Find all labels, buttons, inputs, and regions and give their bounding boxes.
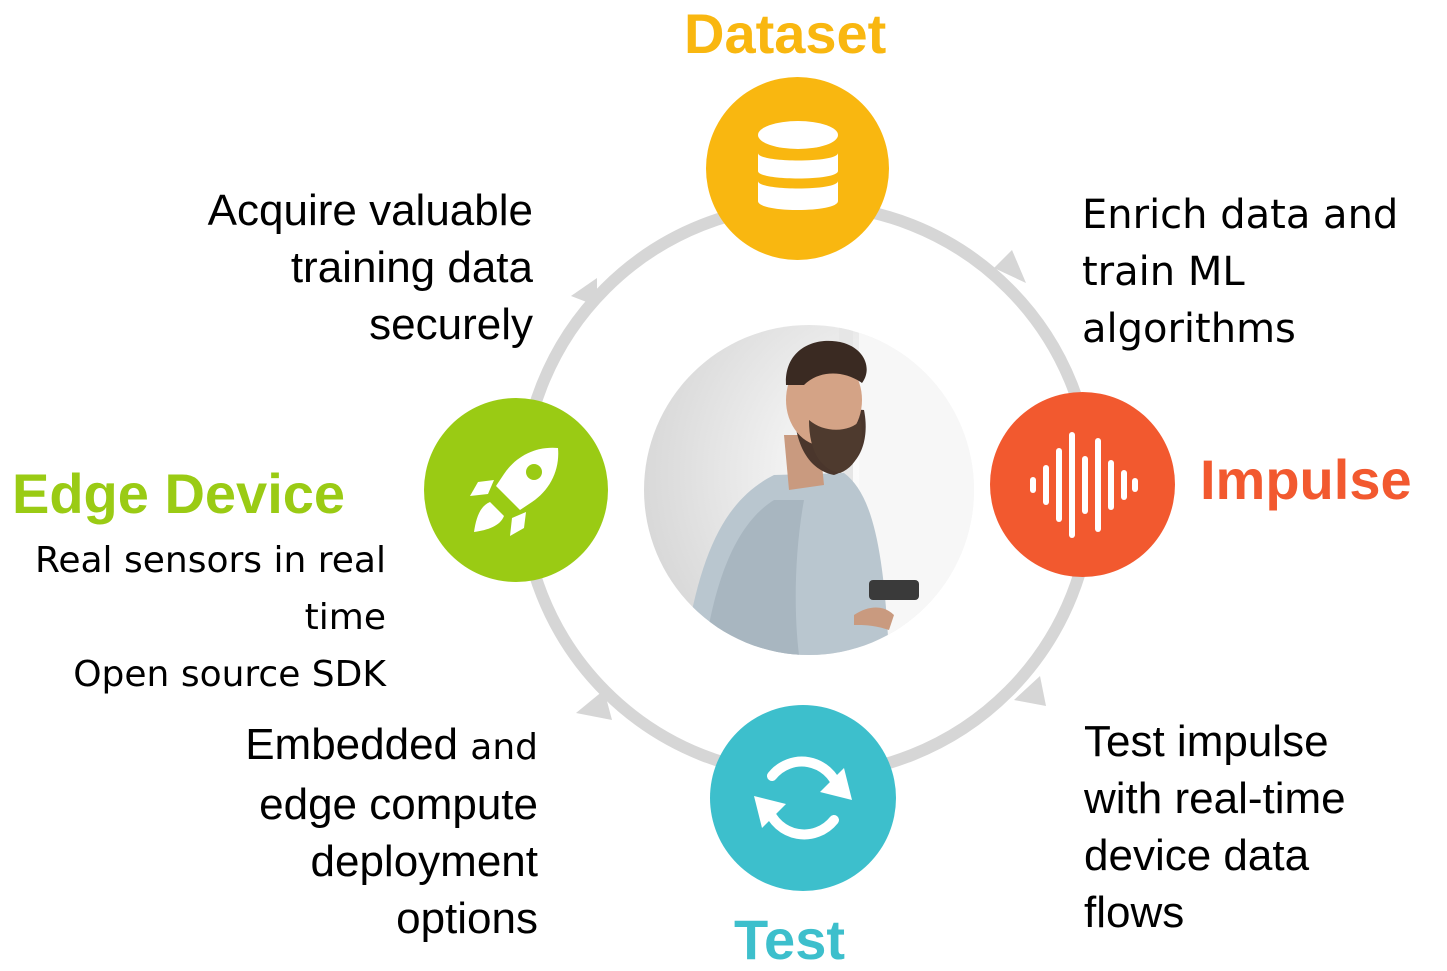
- waveform-icon: [1028, 430, 1138, 540]
- acquire-description: Acquire valuable training data securely: [150, 182, 533, 353]
- enrich-line-3: algorithms: [1082, 306, 1296, 352]
- enrich-line-2: train ML: [1082, 249, 1245, 295]
- embedded-line-2: edge compute: [259, 780, 538, 829]
- edge-line-1: Real sensors in real: [34, 540, 386, 581]
- edge-device-node: [424, 398, 608, 582]
- impulse-node: [990, 392, 1175, 577]
- test-title: Test: [734, 908, 845, 971]
- impulse-title: Impulse: [1200, 448, 1412, 511]
- acquire-line-3: securely: [369, 300, 533, 349]
- refresh-icon: [748, 748, 858, 848]
- enrich-description: Enrich data and train ML algorithms: [1082, 187, 1432, 358]
- test-description: Test impulse with real-time device data …: [1084, 713, 1424, 941]
- arrow-dataset-to-impulse: [994, 250, 1026, 283]
- arrow-test-to-edge: [576, 690, 612, 720]
- test-line-4: flows: [1084, 888, 1185, 937]
- embedded-line-4: options: [396, 894, 538, 943]
- dataset-node: [706, 77, 889, 260]
- embedded-description: Embedded and edge compute deployment opt…: [150, 716, 538, 947]
- arrow-edge-to-dataset: [571, 278, 597, 306]
- dataset-title: Dataset: [684, 2, 887, 65]
- embedded-word: Embedded: [245, 720, 459, 769]
- and-word: and: [470, 727, 538, 768]
- database-icon: [753, 119, 843, 219]
- acquire-line-1: Acquire valuable: [207, 186, 533, 235]
- embedded-line-3: deployment: [310, 837, 538, 886]
- arrow-impulse-to-test: [1014, 676, 1046, 706]
- acquire-line-2: training data: [290, 243, 533, 292]
- rocket-icon: [466, 440, 566, 540]
- test-line-1: Test impulse: [1084, 717, 1329, 766]
- edge-device-title: Edge Device: [12, 462, 346, 525]
- edge-line-2: time: [304, 597, 386, 638]
- test-line-3: device data: [1084, 831, 1310, 880]
- embedded-line-1: Embedded and: [150, 716, 538, 776]
- test-line-2: with real-time: [1084, 774, 1346, 823]
- person-photo: [644, 325, 974, 655]
- edge-device-description: Real sensors in real time Open source SD…: [0, 532, 386, 703]
- edge-line-3: Open source SDK: [73, 654, 386, 695]
- enrich-line-1: Enrich data and: [1082, 192, 1399, 238]
- test-node: [710, 705, 896, 891]
